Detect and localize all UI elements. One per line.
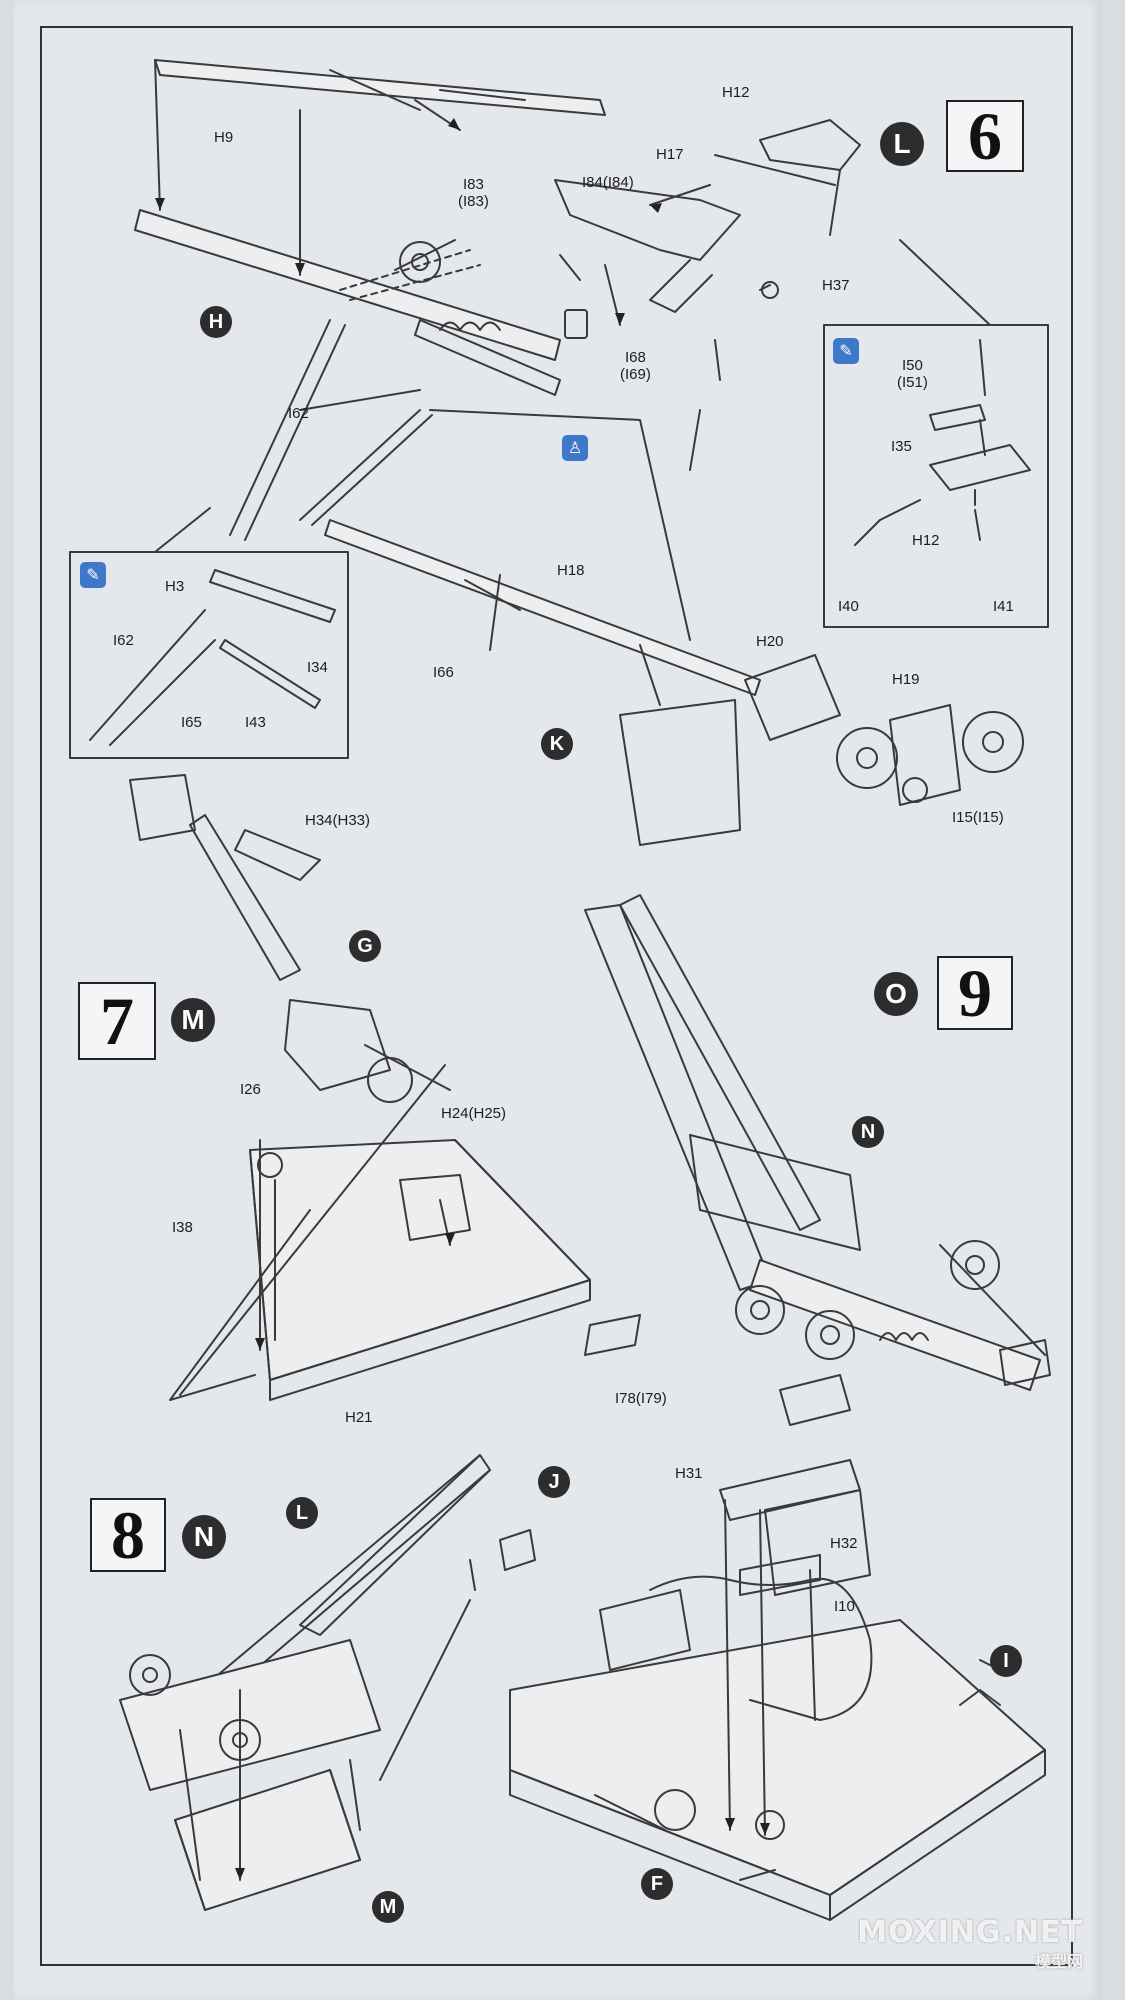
part-label: H17 <box>656 146 684 163</box>
part-label: H37 <box>822 277 850 294</box>
crew-figure-icon: ♙ <box>562 435 588 461</box>
part-label: I68(I69) <box>620 349 651 383</box>
step-6-box: 6 <box>946 98 1024 174</box>
part-label: I78(I79) <box>615 1390 667 1407</box>
step-8-number: 8 <box>111 1496 145 1573</box>
marker-g: G <box>349 930 381 962</box>
part-label: H20 <box>756 633 784 650</box>
marker-n: N <box>852 1116 884 1148</box>
step-7-box: 7 <box>78 982 156 1060</box>
part-label: I43 <box>245 714 266 731</box>
step-9-number: 9 <box>958 954 992 1031</box>
part-label: H18 <box>557 562 585 579</box>
part-label: H12 <box>912 532 940 549</box>
base-platform-drawing <box>509 1459 1046 1921</box>
part-label: I62 <box>113 632 134 649</box>
part-label: H34(H33) <box>305 812 371 829</box>
step-7-number: 7 <box>100 982 134 1059</box>
trail-mount-drawing <box>119 1454 536 1911</box>
part-label: H32 <box>830 1535 858 1552</box>
marker-k: K <box>541 728 573 760</box>
subassembly-l-marker: L <box>880 122 924 166</box>
page-frame <box>40 26 1073 1966</box>
part-label: H24(H25) <box>441 1105 507 1122</box>
part-label: I10 <box>834 1598 855 1615</box>
subassembly-n-marker: N <box>182 1515 226 1559</box>
part-label: I15(I15) <box>952 809 1004 826</box>
part-label: I40 <box>838 598 859 615</box>
part-label: H3 <box>165 578 185 595</box>
part-label: I84(I84) <box>582 174 634 191</box>
part-label: I83(I83) <box>458 176 489 210</box>
marker-f: F <box>641 1868 673 1900</box>
part-label: H19 <box>892 671 920 688</box>
step-9-box: 9 <box>937 954 1013 1031</box>
marker-l: L <box>286 1497 318 1529</box>
marker-j: J <box>538 1466 570 1498</box>
part-label: I26 <box>240 1081 261 1098</box>
glue-drop-icon: ✎ <box>833 338 859 364</box>
part-label: I35 <box>891 438 912 455</box>
part-label: I38 <box>172 1219 193 1236</box>
subassembly-o-marker: O <box>874 972 918 1016</box>
assembled-carriage-drawing <box>584 894 1051 1426</box>
part-label: H21 <box>345 1409 373 1426</box>
part-label: H9 <box>214 129 234 146</box>
part-label: I65 <box>181 714 202 731</box>
marker-h: H <box>200 306 232 338</box>
step-8-box: 8 <box>90 1496 166 1573</box>
cradle-and-trail-drawing <box>129 774 641 1401</box>
part-label: I62 <box>288 405 309 422</box>
glue-drop-icon: ✎ <box>80 562 106 588</box>
marker-i: I <box>990 1645 1022 1677</box>
barrel-assembly-drawing <box>134 59 1024 846</box>
site-watermark: MOXING.NET 模型网 <box>857 1915 1083 1971</box>
part-label: I66 <box>433 664 454 681</box>
inset-drawings <box>89 339 1031 746</box>
step-6-number: 6 <box>968 97 1002 174</box>
subassembly-m-marker: M <box>171 998 215 1042</box>
part-label: I41 <box>993 598 1014 615</box>
part-label: H31 <box>675 1465 703 1482</box>
part-label: H12 <box>722 84 750 101</box>
part-label: I34 <box>307 659 328 676</box>
marker-m: M <box>372 1891 404 1923</box>
part-label: I50(I51) <box>897 357 928 391</box>
